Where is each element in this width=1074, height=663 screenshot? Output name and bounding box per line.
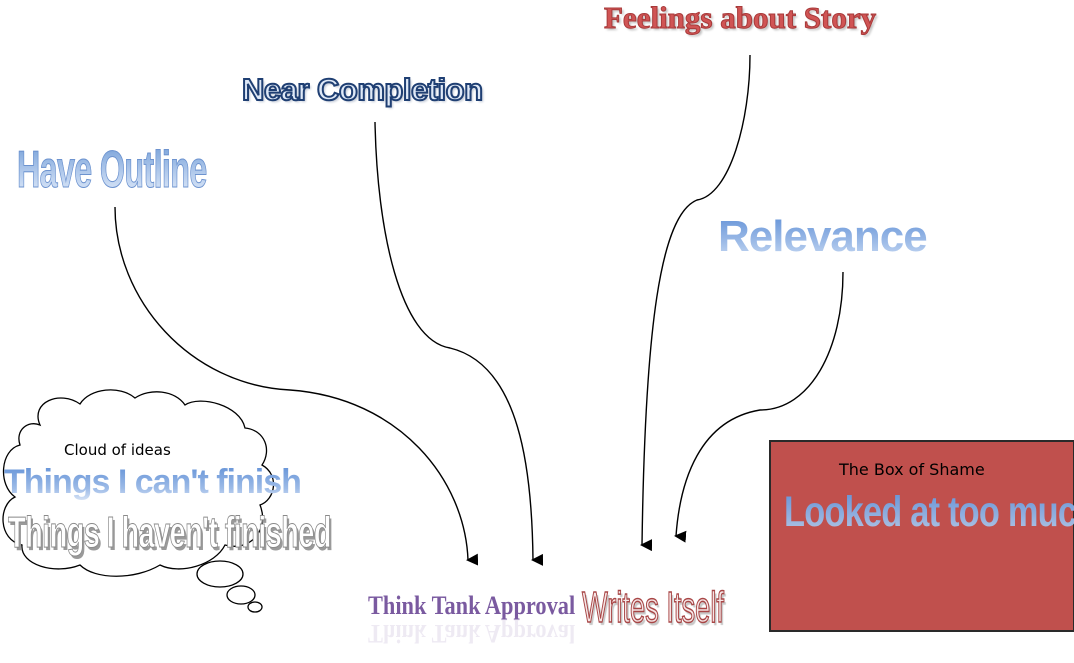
cloud-label: Cloud of ideas xyxy=(64,441,171,459)
cloud-item-havent-finished: Things I haven't finished xyxy=(8,508,332,558)
shame-item-looked-at-too-much: Looked at too much xyxy=(784,488,1074,537)
box-of-shame xyxy=(769,440,1074,632)
thought-cloud xyxy=(2,389,275,613)
node-feelings-about-story: Feelings about Story xyxy=(603,0,877,36)
cloud-item-cant-finish: Things I can't finish xyxy=(4,463,302,501)
node-think-tank-approval: Think Tank Approval xyxy=(368,591,576,620)
arrow-feelings-to-writes-itself xyxy=(640,54,751,552)
shame-box-label: The Box of Shame xyxy=(839,460,985,479)
arrow-relevance-to-writes-itself xyxy=(674,271,844,543)
thought-bubble-large xyxy=(196,560,244,588)
think-tank-reflection: Think Tank Approval xyxy=(368,619,576,648)
thought-bubble-medium xyxy=(226,585,256,605)
cloud-shape xyxy=(2,389,275,577)
node-relevance: Relevance xyxy=(718,212,928,261)
node-writes-itself: Writes Itself xyxy=(582,582,725,633)
node-near-completion: Near Completion xyxy=(241,71,484,108)
thought-bubble-small xyxy=(247,601,263,613)
arrow-have-outline-to-think-tank xyxy=(114,206,479,566)
arrow-near-completion-to-think-tank xyxy=(374,121,544,566)
node-have-outline: Have Outline xyxy=(17,141,208,200)
